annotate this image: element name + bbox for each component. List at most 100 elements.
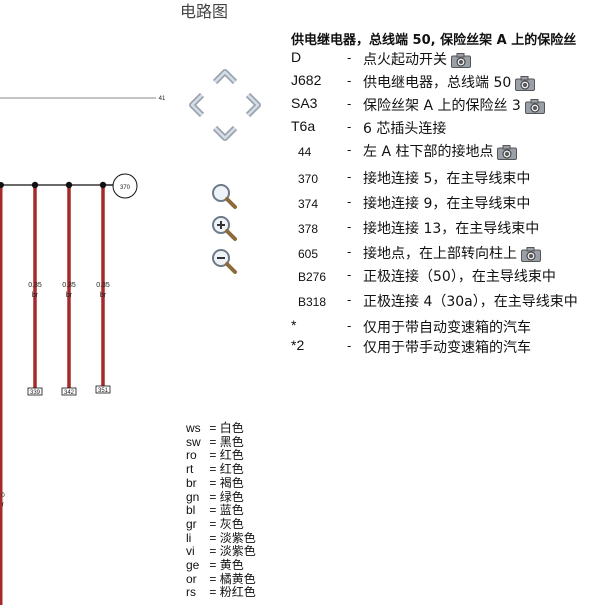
legend-desc: 6 芯插头连接 <box>363 121 447 137</box>
legend-dash: - <box>347 339 352 353</box>
pan-up-button[interactable] <box>209 60 241 92</box>
zoom-out-button[interactable] <box>209 246 239 276</box>
chevron-left-icon <box>189 92 205 118</box>
svg-text:0: 0 <box>1 493 5 499</box>
legend-dash: - <box>347 195 352 209</box>
legend-item: SA3 -保险丝架 A 上的保险丝 3 <box>291 95 605 115</box>
legend-heading: 供电继电器，总线端 50, 保险丝架 A 上的保险丝 <box>291 33 577 48</box>
camera-icon[interactable] <box>451 52 471 68</box>
wire-3: 0.35 br 351 <box>95 181 111 394</box>
legend-code: 370 <box>298 172 319 186</box>
legend-code: B318 <box>298 295 327 309</box>
legend-item: J682 -供电继电器，总线端 50 <box>291 72 605 92</box>
legend-item: 370 -接地连接 5，在主导线束中 <box>291 168 605 188</box>
chevron-right-icon <box>245 92 261 118</box>
color-key-item: li = 淡紫色 <box>186 530 256 545</box>
wire-2: 0.35 br 342 <box>61 181 77 396</box>
color-key-item: sw = 黑色 <box>186 434 244 449</box>
svg-text:br: br <box>66 292 73 299</box>
wire-1: 0.35 br 339 <box>27 181 43 396</box>
color-key-item: ro = 红色 <box>186 448 244 463</box>
color-key-item: gr = 灰色 <box>186 516 244 531</box>
legend-dash: - <box>347 268 352 282</box>
svg-text:0.35: 0.35 <box>28 282 42 289</box>
legend-code: 44 <box>298 145 312 159</box>
legend-item: 374 -接地连接 9，在主导线束中 <box>291 193 605 213</box>
legend-desc: 正极连接（50），在主导线束中 <box>363 269 556 285</box>
legend-dash: - <box>347 245 352 259</box>
legend-dash: - <box>347 74 352 88</box>
legend-desc: 接地连接 13，在主导线束中 <box>363 221 540 237</box>
color-key-item: rs = 粉红色 <box>186 585 256 600</box>
legend-code: B276 <box>298 270 327 284</box>
color-key-item: vi = 淡紫色 <box>186 544 256 559</box>
legend-dash: - <box>347 220 352 234</box>
legend-desc: 保险丝架 A 上的保险丝 3 <box>363 95 545 115</box>
legend-code: T6a <box>291 118 316 134</box>
chevron-up-icon <box>212 69 238 85</box>
zoom-in-button[interactable] <box>209 213 239 243</box>
legend-code: 605 <box>298 247 319 261</box>
legend-dash: - <box>347 293 352 307</box>
legend-item: B318 -正极连接 4（30a），在主导线束中 <box>291 291 605 311</box>
legend-desc: 接地连接 9，在主导线束中 <box>363 196 531 212</box>
zoom-button[interactable] <box>209 181 239 211</box>
pan-down-button[interactable] <box>209 118 241 150</box>
zoom-in-icon <box>212 216 237 241</box>
camera-icon[interactable] <box>524 98 545 114</box>
legend-desc: 正极连接 4（30a），在主导线束中 <box>363 294 578 310</box>
svg-text:r: r <box>2 502 4 508</box>
camera-icon[interactable] <box>497 144 518 160</box>
legend-code: 374 <box>298 197 319 211</box>
legend-item: 44 -左 A 柱下部的接地点 <box>291 141 605 161</box>
zoom-out-icon <box>212 249 237 274</box>
legend-dash: - <box>347 51 352 65</box>
wiring-schematic: 41 0.35 br 339 0.35 br 342 0.35 br 351 3… <box>0 96 166 605</box>
legend-item: 378 -接地连接 13，在主导线束中 <box>291 218 605 238</box>
color-key-item: rt = 红色 <box>186 462 244 477</box>
legend-desc: 供电继电器，总线端 50 <box>363 72 536 92</box>
legend-dash: - <box>347 143 352 157</box>
legend-desc: 接地连接 5，在主导线束中 <box>363 171 531 187</box>
svg-text:br: br <box>32 292 39 299</box>
legend-item: D -点火起动开关 <box>291 49 605 69</box>
chevron-down-icon <box>212 125 238 141</box>
ground-node-label: 370 <box>120 185 131 191</box>
legend-item: *-仅用于带自动变速箱的汽车 <box>291 317 605 337</box>
pan-right-button[interactable] <box>238 89 270 121</box>
legend-item: T6a -6 芯插头连接 <box>291 118 605 138</box>
svg-text:0.35: 0.35 <box>96 282 110 289</box>
legend-dash: - <box>347 97 352 111</box>
color-key-item: or = 橘黄色 <box>186 571 256 586</box>
camera-icon[interactable] <box>515 75 536 91</box>
legend-item: B276 -正极连接（50），在主导线束中 <box>291 266 605 286</box>
pan-left-button[interactable] <box>180 89 212 121</box>
legend-code: 378 <box>298 222 319 236</box>
legend-code: D <box>291 49 302 65</box>
legend-desc: 左 A 柱下部的接地点 <box>363 141 518 161</box>
legend-code: J682 <box>291 72 322 88</box>
page-title: 电路图 <box>180 2 229 21</box>
legend-code: SA3 <box>291 95 318 111</box>
wire-3-pin: 351 <box>98 388 109 394</box>
svg-text:br: br <box>100 292 107 299</box>
wire-1-pin: 339 <box>30 390 41 396</box>
legend-dash: - <box>347 170 352 184</box>
svg-text:0.35: 0.35 <box>62 282 76 289</box>
legend-dash: - <box>347 120 352 134</box>
legend-code: * <box>291 317 297 333</box>
legend-item: 605 -接地点，在上部转向柱上 <box>291 243 605 263</box>
legend-desc: 接地点，在上部转向柱上 <box>363 243 541 263</box>
color-key-item: ws = 白色 <box>186 421 244 435</box>
camera-icon[interactable] <box>521 246 541 262</box>
legend-item: *2-仅用于带手动变速箱的汽车 <box>291 337 605 357</box>
legend-dash: - <box>347 319 352 333</box>
legend-desc: 点火起动开关 <box>363 49 471 69</box>
color-key-item: bl = 蓝色 <box>186 503 244 518</box>
wire-2-pin: 342 <box>64 390 75 396</box>
color-key-item: ge = 黄色 <box>186 558 244 573</box>
legend-desc: 仅用于带手动变速箱的汽车 <box>363 340 531 356</box>
magnifier-icon <box>212 184 237 209</box>
top-marker: 41 <box>159 96 166 102</box>
